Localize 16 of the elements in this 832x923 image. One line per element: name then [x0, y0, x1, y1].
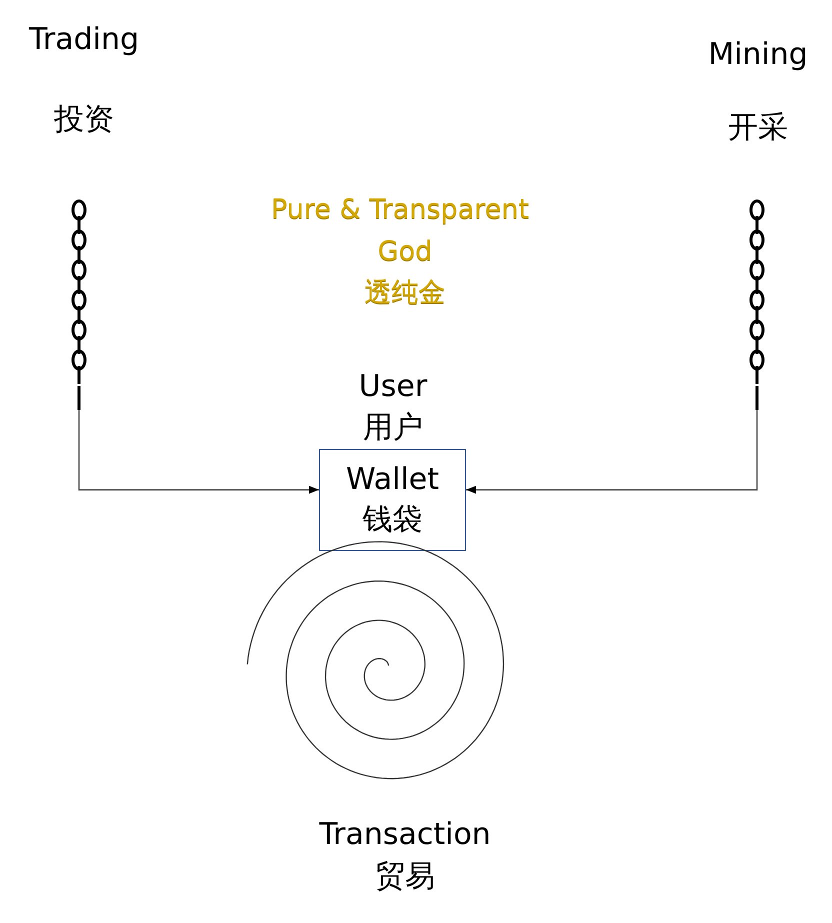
caption-text: Transaction	[319, 820, 491, 850]
caption-text: 开采	[728, 113, 788, 143]
caption-text: 用户	[363, 413, 423, 443]
title-text: Pure & Transparent	[270, 196, 530, 223]
caption-text: Trading	[28, 25, 140, 55]
box-text: Wallet	[346, 461, 440, 499]
caption-text: User	[358, 372, 428, 402]
caption-text: 贸易	[375, 862, 435, 892]
caption-text: Mining	[708, 40, 808, 70]
arrow	[78, 410, 319, 494]
title-text: 透纯金	[364, 279, 446, 306]
wallet-box	[319, 449, 466, 551]
caption-text: 投资	[54, 105, 114, 135]
title-text: God	[378, 238, 432, 265]
arrow	[466, 410, 758, 494]
box-text: 钱袋	[362, 501, 422, 539]
